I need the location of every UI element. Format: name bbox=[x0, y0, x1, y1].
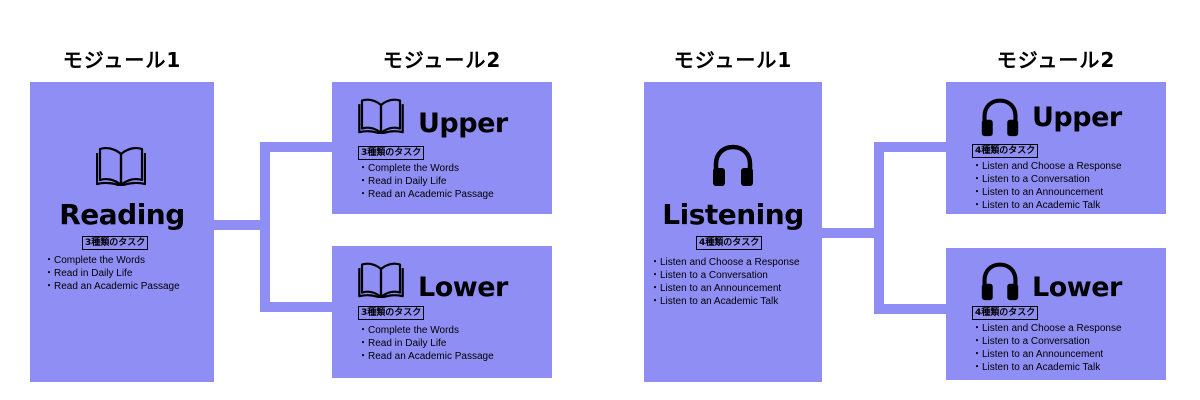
listening-title: Listening bbox=[662, 198, 804, 231]
list-item: Read an Academic Passage bbox=[358, 188, 494, 201]
listening-lower-task-list: Listen and Choose a Response Listen to a… bbox=[972, 322, 1122, 374]
list-item: Listen and Choose a Response bbox=[650, 256, 800, 269]
open-book-icon bbox=[96, 146, 146, 186]
reading-lower-box: Lower 3種類のタスク Complete the Words Read in… bbox=[332, 246, 552, 378]
listening-lower-title: Lower bbox=[1032, 272, 1122, 303]
listening-connector-upper bbox=[874, 142, 948, 152]
listening-upper-box: Upper 4種類のタスク Listen and Choose a Respon… bbox=[946, 82, 1166, 214]
list-item: Read an Academic Passage bbox=[358, 350, 494, 363]
reading-upper-task-list: Complete the Words Read in Daily Life Re… bbox=[358, 162, 494, 201]
reading-upper-title: Upper bbox=[418, 108, 508, 139]
listening-lower-box: Lower 4種類のタスク Listen and Choose a Respon… bbox=[946, 248, 1166, 380]
listening-module1-box: Listening 4種類のタスク Listen and Choose a Re… bbox=[644, 82, 822, 382]
list-item: Listen and Choose a Response bbox=[972, 160, 1122, 173]
listening-connector-h bbox=[822, 228, 880, 238]
listening-upper-title: Upper bbox=[1032, 102, 1122, 133]
list-item: Listen to an Academic Talk bbox=[972, 361, 1122, 374]
list-item: Complete the Words bbox=[358, 162, 494, 175]
list-item: Complete the Words bbox=[358, 324, 494, 337]
headphones-icon bbox=[981, 262, 1019, 301]
reading-module1-label: モジュール1 bbox=[62, 48, 182, 72]
reading-connector-h bbox=[214, 220, 264, 230]
reading-module2-label: モジュール2 bbox=[382, 48, 502, 72]
list-item: Read in Daily Life bbox=[358, 175, 494, 188]
listening-upper-task-badge: 4種類のタスク bbox=[972, 144, 1039, 158]
reading-connector-v bbox=[260, 142, 270, 312]
list-item: Read an Academic Passage bbox=[44, 280, 180, 293]
reading-title: Reading bbox=[59, 198, 185, 231]
headphones-icon bbox=[713, 144, 753, 186]
reading-lower-title: Lower bbox=[418, 272, 508, 303]
listening-module2-label: モジュール2 bbox=[996, 48, 1116, 72]
reading-connector-upper bbox=[260, 142, 334, 152]
list-item: Listen and Choose a Response bbox=[972, 322, 1122, 335]
reading-task-list: Complete the Words Read in Daily Life Re… bbox=[44, 254, 180, 293]
listening-lower-task-badge: 4種類のタスク bbox=[972, 306, 1039, 320]
reading-upper-box: Upper 3種類のタスク Complete the Words Read in… bbox=[332, 82, 552, 214]
list-item: Complete the Words bbox=[44, 254, 180, 267]
listening-connector-v bbox=[874, 142, 884, 314]
listening-connector-lower bbox=[874, 304, 948, 314]
list-item: Listen to a Conversation bbox=[650, 269, 800, 282]
list-item: Listen to an Announcement bbox=[972, 348, 1122, 361]
listening-task-list: Listen and Choose a Response Listen to a… bbox=[650, 256, 800, 308]
listening-module1-label: モジュール1 bbox=[673, 48, 793, 72]
open-book-icon bbox=[358, 98, 404, 134]
reading-task-badge: 3種類のタスク bbox=[82, 236, 149, 250]
reading-lower-task-list: Complete the Words Read in Daily Life Re… bbox=[358, 324, 494, 363]
open-book-icon bbox=[358, 262, 404, 298]
listening-task-badge: 4種類のタスク bbox=[696, 236, 763, 250]
list-item: Read in Daily Life bbox=[44, 267, 180, 280]
listening-upper-task-list: Listen and Choose a Response Listen to a… bbox=[972, 160, 1122, 212]
list-item: Read in Daily Life bbox=[358, 337, 494, 350]
list-item: Listen to an Announcement bbox=[972, 186, 1122, 199]
reading-upper-task-badge: 3種類のタスク bbox=[358, 146, 425, 160]
list-item: Listen to an Academic Talk bbox=[650, 295, 800, 308]
reading-module1-box: Reading 3種類のタスク Complete the Words Read … bbox=[30, 82, 214, 382]
list-item: Listen to a Conversation bbox=[972, 173, 1122, 186]
reading-connector-lower bbox=[260, 302, 334, 312]
list-item: Listen to an Announcement bbox=[650, 282, 800, 295]
headphones-icon bbox=[981, 98, 1019, 137]
reading-lower-task-badge: 3種類のタスク bbox=[358, 306, 425, 320]
list-item: Listen to an Academic Talk bbox=[972, 199, 1122, 212]
list-item: Listen to a Conversation bbox=[972, 335, 1122, 348]
